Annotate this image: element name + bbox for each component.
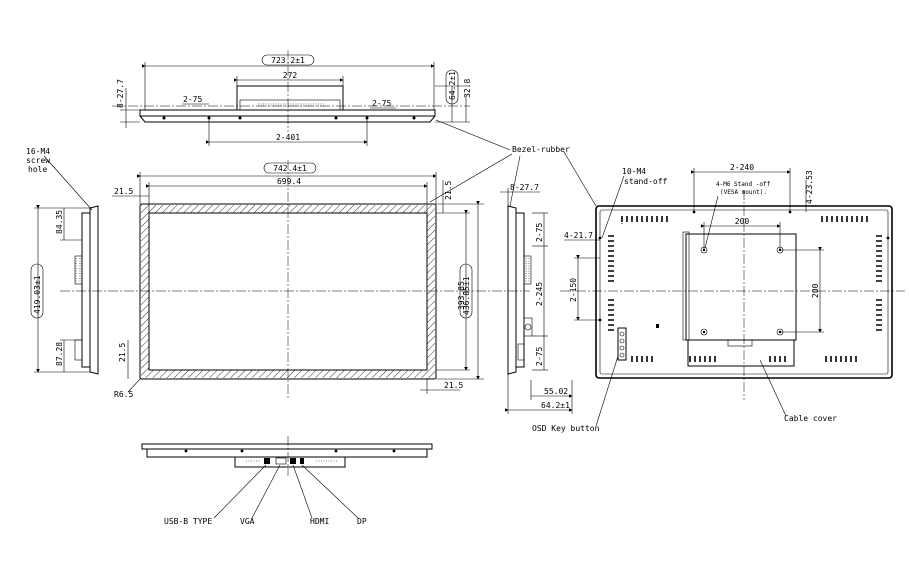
top-overall-width: 723.2±1 — [271, 56, 305, 65]
side-dim-245: 2-245 — [535, 282, 544, 306]
bezel-rubber-label: Bezel-rubber — [512, 145, 570, 154]
rear-dim-2353: 4-23.53 — [805, 170, 814, 204]
bottom-view: USB-B TYPE VGA HDMI DP — [141, 436, 433, 526]
top-left-dim: 8-27.7 — [116, 79, 125, 108]
front-overall-width: 742.4±1 — [273, 164, 307, 173]
rear-dim-150: 2-150 — [569, 278, 578, 302]
side-depth: 64.2±1 — [541, 401, 570, 410]
usb-label: USB-B TYPE — [164, 517, 212, 526]
rear-vents — [608, 216, 882, 362]
front-active-width: 699.4 — [277, 177, 301, 186]
top-inner-width: 272 — [283, 71, 298, 80]
dp-label: DP — [357, 517, 367, 526]
front-bezel-top: 21.5 — [444, 181, 453, 200]
side-dim-75b: 2-75 — [535, 347, 544, 366]
side-top-dim: 8-27.7 — [510, 183, 539, 192]
screw-hole-label-2: screw — [26, 156, 50, 165]
hdmi-label: HDMI — [310, 517, 329, 526]
front-bezel-right: 21.5 — [444, 381, 463, 390]
front-radius: R6.5 — [114, 390, 133, 399]
left-height: 419.03±1 — [33, 275, 42, 314]
front-active-height: 393.85 — [457, 281, 466, 310]
top-span: 2-401 — [276, 133, 300, 142]
side-dim-5502: 55.02 — [544, 387, 568, 396]
rear-vesa-height: 200 — [811, 283, 820, 298]
front-bezel-left: 21.5 — [114, 187, 133, 196]
vesa-label-2: (VESA mount). — [720, 189, 767, 196]
vga-label: VGA — [240, 517, 255, 526]
standoff-label-1: 10-M4 — [622, 167, 646, 176]
left-side-view: 419.03±1 84.35 87.28 16-M4 screw hole — [26, 147, 99, 375]
rear-vesa-width: 200 — [735, 217, 750, 226]
screw-hole-label-1: 16-M4 — [26, 147, 50, 156]
rear-dim-240: 2-240 — [730, 163, 754, 172]
top-depth-2: 32.8 — [463, 79, 472, 98]
front-view: 742.4±1 699.4 21.5 21.5 21.5 21.5 393.85… — [60, 160, 530, 400]
left-bottom-dim: 87.28 — [55, 342, 64, 366]
rear-dim-217: 4-21.7 — [564, 231, 593, 240]
left-top-dim: 84.35 — [55, 210, 64, 234]
top-hole-right: 2-75 — [372, 99, 391, 108]
top-view: 723.2±1 272 2-75 2-75 2-401 8-27.7 64.2±… — [112, 50, 472, 146]
front-bezel-bottom: 21.5 — [118, 343, 127, 362]
cable-cover-label: Cable cover — [784, 414, 837, 423]
top-depth: 64.2±1 — [448, 71, 457, 100]
rear-view: 2-240 4-23.53 200 200 4-21.7 2-150 10-M4… — [532, 163, 905, 433]
front-overall-height: 436.85±1 — [462, 276, 471, 315]
side-dim-75a: 2-75 — [535, 223, 544, 242]
standoff-label-2: stand-off — [624, 177, 668, 186]
vesa-label-1: 4-M6 Stand -off — [716, 181, 771, 188]
right-side-view: 8-27.7 2-75 2-245 2-75 55.02 64.2±1 Beze… — [429, 119, 597, 414]
top-hole-left: 2-75 — [183, 95, 202, 104]
osd-label: OSD Key button — [532, 424, 600, 433]
screw-hole-label-3: hole — [28, 165, 47, 174]
